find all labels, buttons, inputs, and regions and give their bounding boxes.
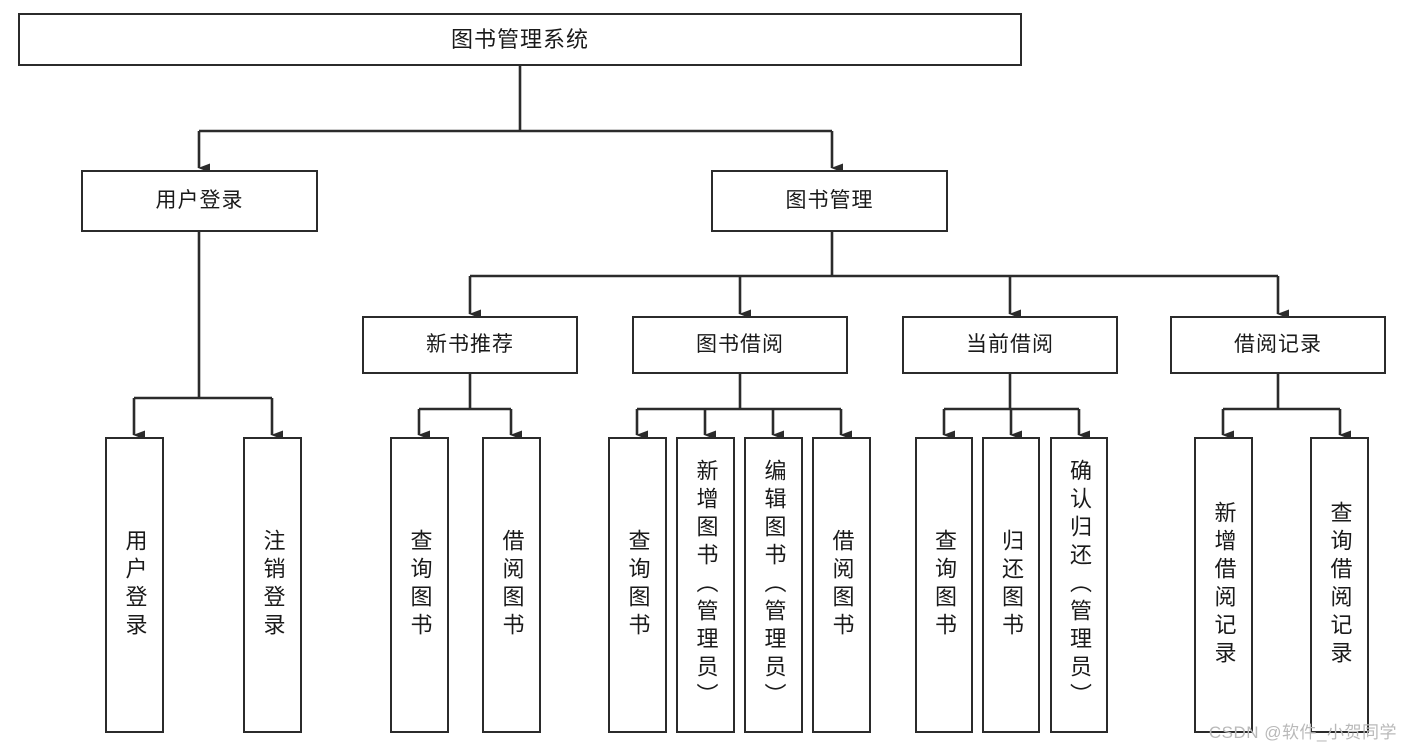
node-label: 确认归还（管理员） <box>1067 459 1092 711</box>
node-label: 归还图书 <box>999 529 1024 641</box>
watermark-text: CSDN @软件_小贺同学 <box>1208 723 1397 742</box>
node-label: 查询图书 <box>625 529 651 641</box>
node-label: 用户登录 <box>122 529 148 641</box>
node-label: 查询借阅记录 <box>1327 501 1353 669</box>
node-leaf-user-logout[interactable]: 注销登录 <box>243 437 302 733</box>
node-label: 图书管理 <box>785 188 874 212</box>
node-leaf-query-record[interactable]: 查询借阅记录 <box>1310 437 1369 733</box>
node-label: 图书借阅 <box>696 332 784 356</box>
node-label: 当前借阅 <box>966 332 1054 356</box>
node-book-borrow[interactable]: 图书借阅 <box>632 316 848 374</box>
node-borrow-record[interactable]: 借阅记录 <box>1170 316 1386 374</box>
node-label: 查询图书 <box>932 529 957 641</box>
node-label: 新增图书（管理员） <box>693 459 719 711</box>
node-root-system[interactable]: 图书管理系统 <box>18 13 1022 66</box>
node-leaf-query-book-1[interactable]: 查询图书 <box>390 437 449 733</box>
node-label: 借阅图书 <box>829 529 855 641</box>
node-label: 借阅记录 <box>1234 332 1322 356</box>
node-new-book-recommend[interactable]: 新书推荐 <box>362 316 578 374</box>
node-leaf-user-login[interactable]: 用户登录 <box>105 437 164 733</box>
node-leaf-borrow-book-1[interactable]: 借阅图书 <box>482 437 541 733</box>
node-leaf-add-record[interactable]: 新增借阅记录 <box>1194 437 1253 733</box>
node-book-management[interactable]: 图书管理 <box>711 170 948 232</box>
node-leaf-confirm-return[interactable]: 确认归还（管理员） <box>1050 437 1108 733</box>
node-label: 编辑图书（管理员） <box>761 459 787 711</box>
node-leaf-edit-book[interactable]: 编辑图书（管理员） <box>744 437 803 733</box>
node-leaf-return-book[interactable]: 归还图书 <box>982 437 1040 733</box>
node-label: 新增借阅记录 <box>1211 501 1237 669</box>
node-label: 图书管理系统 <box>450 26 589 52</box>
node-leaf-borrow-book-2[interactable]: 借阅图书 <box>812 437 871 733</box>
node-label: 借阅图书 <box>499 529 525 641</box>
node-label: 用户登录 <box>155 188 244 212</box>
node-leaf-query-book-2[interactable]: 查询图书 <box>608 437 667 733</box>
node-label: 新书推荐 <box>426 332 514 356</box>
node-user-login[interactable]: 用户登录 <box>81 170 318 232</box>
node-current-borrow[interactable]: 当前借阅 <box>902 316 1118 374</box>
node-leaf-query-book-3[interactable]: 查询图书 <box>915 437 973 733</box>
node-label: 查询图书 <box>407 529 433 641</box>
node-label: 注销登录 <box>260 529 286 641</box>
node-leaf-add-book[interactable]: 新增图书（管理员） <box>676 437 735 733</box>
